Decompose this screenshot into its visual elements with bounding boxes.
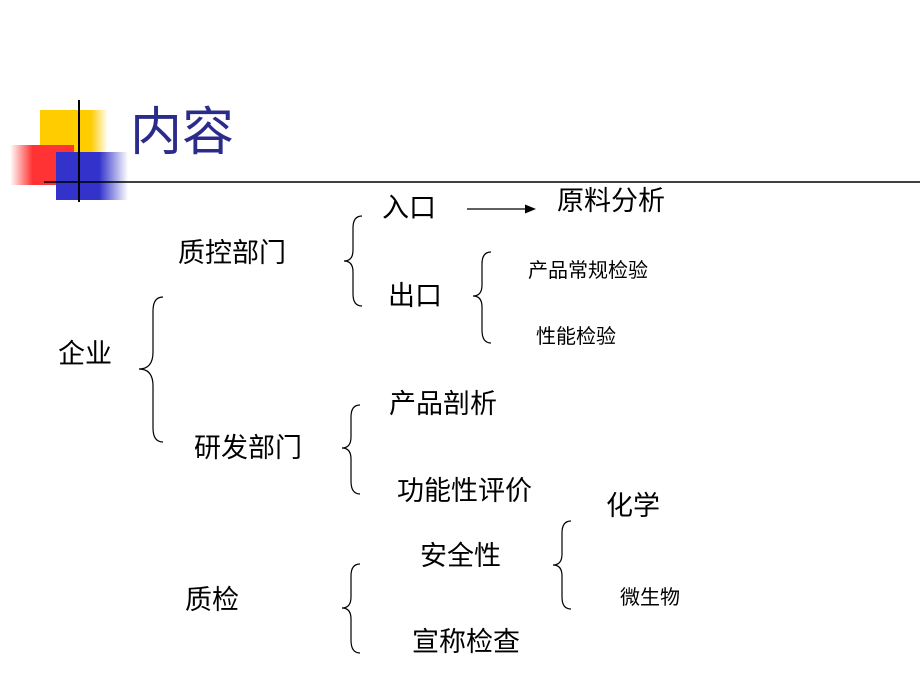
node-product-analysis: 产品剖析 — [389, 389, 497, 420]
node-microbial: 微生物 — [620, 585, 680, 609]
blue-square-icon — [56, 152, 128, 200]
node-routine-inspection: 产品常规检验 — [528, 258, 648, 282]
brace-outlet — [472, 251, 492, 344]
node-rd: 研发部门 — [194, 433, 302, 464]
node-outlet: 出口 — [388, 281, 442, 312]
page-title: 内容 — [130, 103, 235, 163]
node-root: 企业 — [58, 339, 112, 370]
node-chemical: 化学 — [606, 491, 660, 522]
brace-rd — [341, 404, 361, 495]
node-qi: 质检 — [185, 585, 239, 616]
node-performance-inspection: 性能检验 — [536, 324, 616, 348]
brace-qc — [343, 215, 363, 307]
brace-qi — [341, 563, 361, 654]
node-inlet: 入口 — [382, 193, 436, 224]
node-function-evaluation: 功能性评价 — [397, 476, 532, 507]
brace-root — [138, 296, 164, 443]
node-qc: 质控部门 — [178, 238, 286, 269]
node-safety: 安全性 — [420, 541, 501, 572]
node-claim-check: 宣称检查 — [412, 627, 520, 658]
node-raw-analysis: 原料分析 — [557, 186, 665, 217]
arrow-head-icon — [525, 204, 536, 214]
brace-safety — [552, 520, 572, 610]
